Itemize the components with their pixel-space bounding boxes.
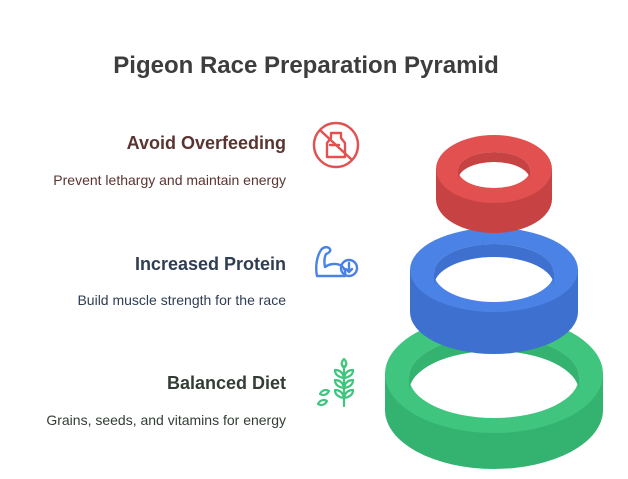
level-1-label: Avoid Overfeeding	[126, 133, 286, 153]
flexed-arm-icon	[315, 246, 359, 278]
ring-avoid-overfeeding	[436, 135, 552, 233]
ring-balanced-diet	[385, 315, 603, 469]
diagram-title: Pigeon Race Preparation Pyramid	[113, 52, 499, 79]
no-food-icon	[312, 121, 360, 169]
ring-increased-protein	[410, 228, 578, 354]
level-3-description: Grains, seeds, and vitamins for energy	[46, 412, 286, 428]
level-1-description: Prevent lethargy and maintain energy	[53, 172, 286, 188]
level-2-label: Increased Protein	[134, 254, 286, 274]
level-3-label: Balanced Diet	[166, 373, 286, 393]
wheat-icon	[316, 358, 355, 408]
level-2-description: Build muscle strength for the race	[77, 292, 286, 308]
